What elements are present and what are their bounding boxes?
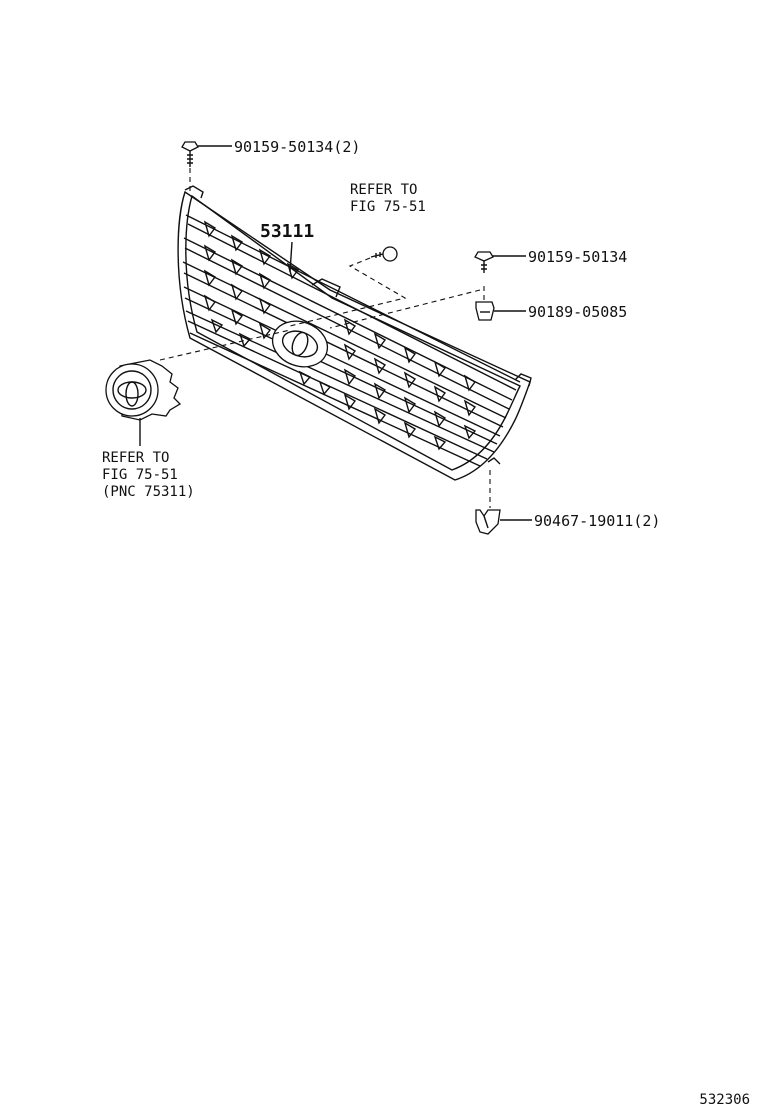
screw-icon — [370, 246, 398, 262]
part-number-bolt-top: 90159-50134(2) — [234, 138, 360, 156]
part-number-clip: 90189-05085 — [528, 303, 627, 321]
refer-lower-line2: FIG 75-51 — [102, 467, 178, 483]
emblem-icon — [105, 359, 182, 421]
part-number-nut: 90467-19011(2) — [534, 512, 660, 530]
bolt-top-icon — [181, 141, 199, 167]
part-number-bolt-right: 90159-50134 — [528, 248, 627, 266]
part-number-grille: 53111 — [260, 221, 314, 242]
grille-vanes — [203, 220, 477, 451]
refer-lower-line3: (PNC 75311) — [102, 484, 195, 500]
nut-clip-icon — [475, 509, 501, 535]
clip-icon — [475, 301, 495, 321]
figure-number: 532306 — [699, 1092, 750, 1108]
refer-upper-line2: FIG 75-51 — [350, 199, 426, 215]
radiator-grille — [177, 185, 532, 481]
refer-lower-line1: REFER TO — [102, 450, 169, 466]
refer-upper-line1: REFER TO — [350, 182, 417, 198]
bolt-right-icon — [474, 251, 494, 273]
